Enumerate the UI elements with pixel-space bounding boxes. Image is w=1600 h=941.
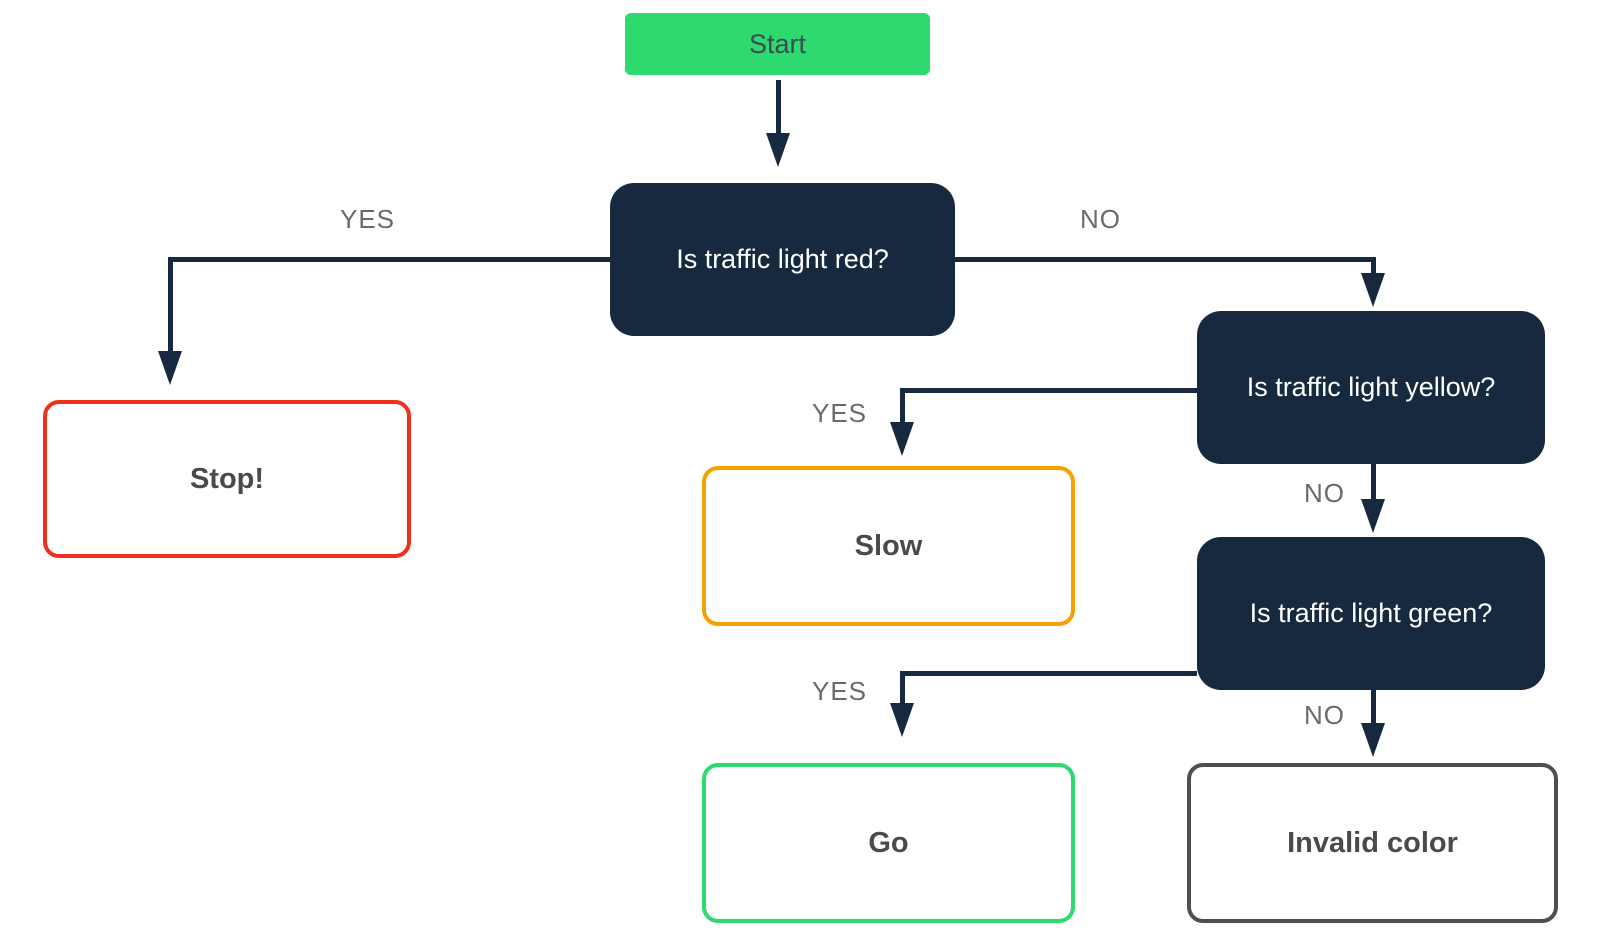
edge-red-no-vline [1371,257,1376,277]
edge-yellow-yes-vline [900,388,905,424]
edge-label-red-no: NO [1080,204,1121,234]
node-stop: Stop! [43,400,411,558]
edge-yellow-yes-hline [900,388,1197,393]
edge-label-green-no: NO [1304,700,1345,730]
edge-red-yes-vline [168,257,173,353]
edge-label-green-yes: YES [812,676,868,706]
edge-red-no-hline [955,257,1376,262]
arrow-down-icon [1361,723,1385,757]
edge-start-red-line [776,80,781,135]
arrow-down-icon [158,351,182,385]
arrow-down-icon [1361,273,1385,307]
edge-label-red-yes: YES [340,204,396,234]
node-go: Go [702,763,1075,923]
node-slow: Slow [702,466,1075,626]
arrow-down-icon [766,133,790,167]
arrow-down-icon [1361,499,1385,533]
node-start: Start [625,13,930,75]
edge-green-yes-hline [900,671,1197,676]
edge-green-yes-vline [900,671,905,705]
arrow-down-icon [890,703,914,737]
node-invalid-color: Invalid color [1187,763,1558,923]
edge-yellow-no-vline [1371,464,1376,501]
edge-red-yes-hline [168,257,610,262]
arrow-down-icon [890,422,914,456]
node-question-red: Is traffic light red? [610,183,955,336]
node-question-yellow: Is traffic light yellow? [1197,311,1545,464]
edge-green-no-vline [1371,690,1376,725]
edge-label-yellow-yes: YES [812,398,868,428]
node-question-green: Is traffic light green? [1197,537,1545,690]
edge-label-yellow-no: NO [1304,478,1345,508]
